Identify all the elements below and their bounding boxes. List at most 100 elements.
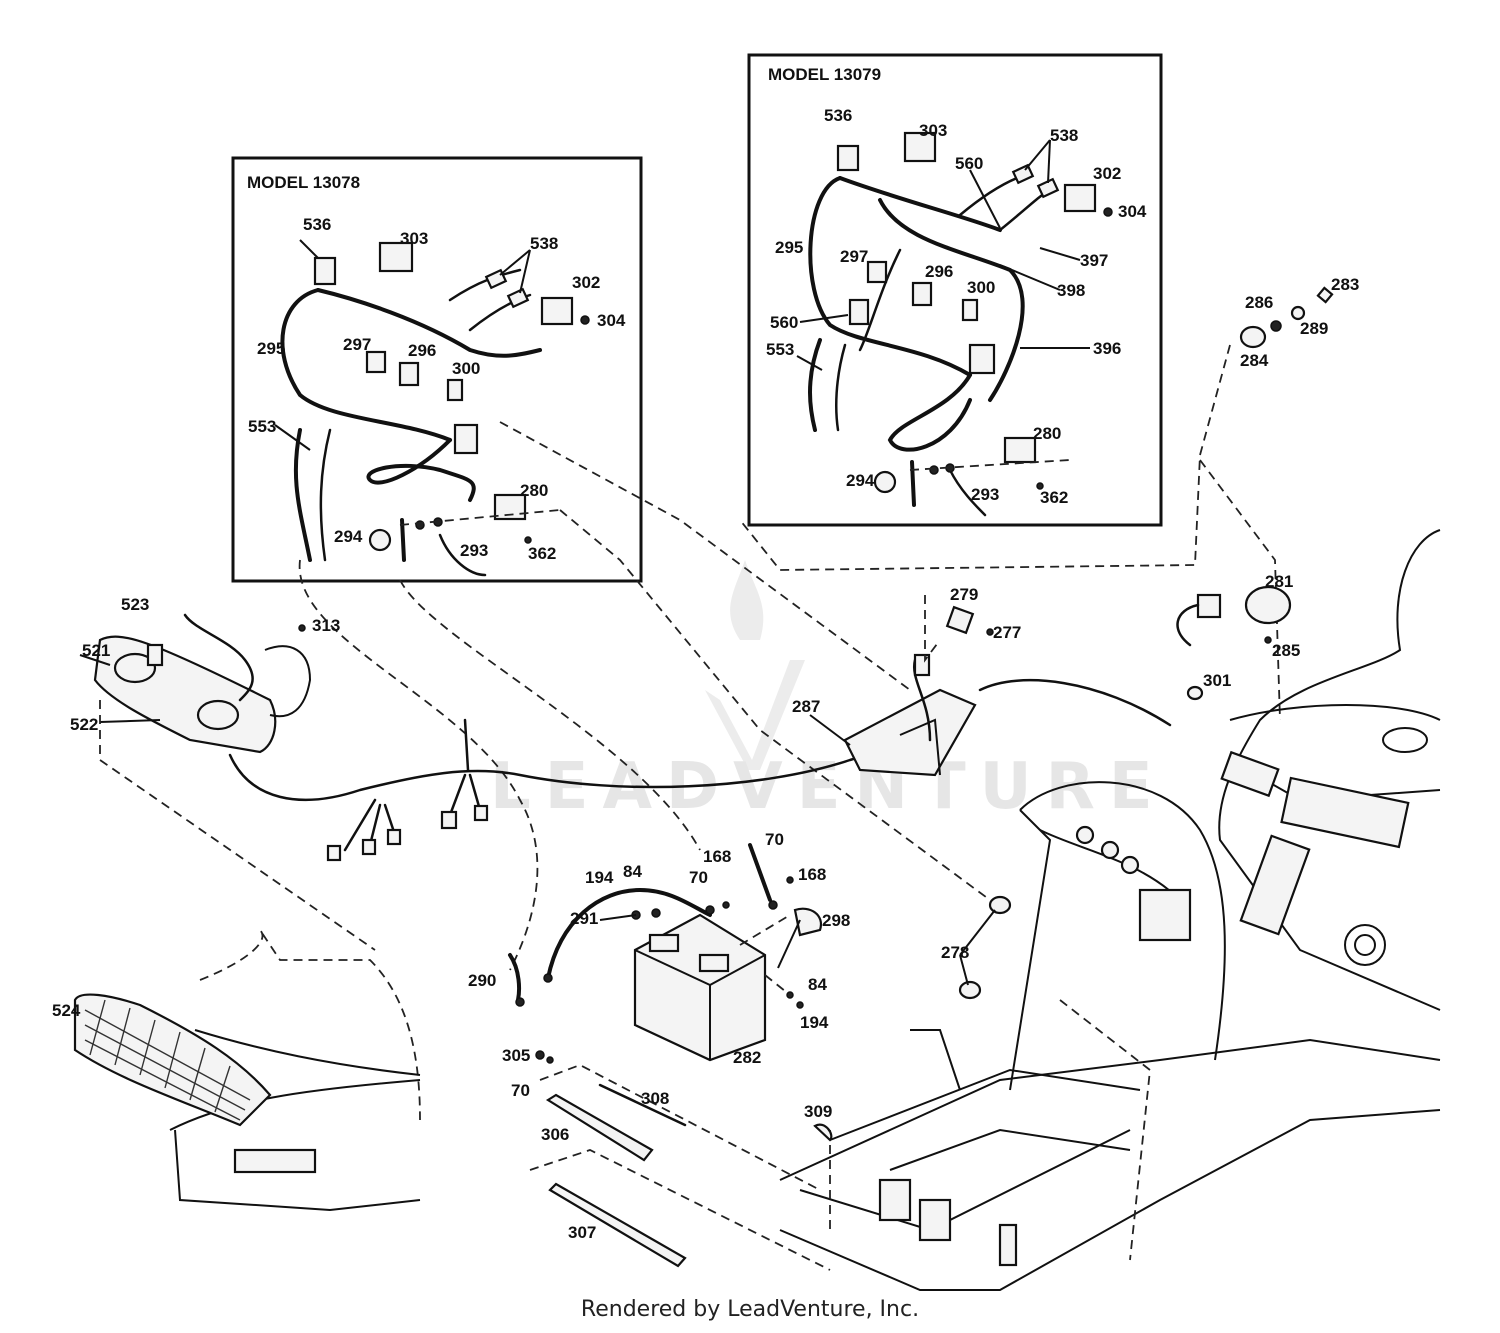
fuse-538a-right (1011, 163, 1035, 185)
clip-309 (813, 1123, 833, 1142)
callout: 553 (766, 340, 794, 359)
callout: 281 (1265, 572, 1293, 591)
callout: 522 (70, 715, 98, 734)
callout: 293 (971, 485, 999, 504)
switch-302-right (1063, 183, 1097, 213)
dash-battery-298 (739, 914, 791, 946)
grommet-278b (958, 980, 982, 1000)
dash-gauge-2 (1100, 840, 1120, 860)
screw-313 (298, 624, 306, 632)
wire-281 (1176, 603, 1200, 647)
nut-right (929, 465, 939, 475)
terminal-boot-298 (793, 907, 823, 937)
ground-cable-290 (508, 953, 521, 1002)
switch-bracket (809, 595, 994, 777)
harness-loop-right (808, 176, 972, 377)
callout: 304 (1118, 202, 1147, 221)
connector-main-right (968, 343, 996, 375)
relay-297-right (866, 260, 888, 284)
callout: 280 (1033, 424, 1061, 443)
screw-362-left (524, 536, 532, 544)
harness-538a-right (958, 173, 1027, 217)
leader-560-right (969, 169, 1001, 229)
leader-398-right (999, 264, 1061, 291)
dash-top (1229, 704, 1441, 721)
callout: 285 (1272, 641, 1300, 660)
relay-296-left (398, 361, 420, 387)
pedal-housing (1138, 888, 1192, 942)
harness-top-left (316, 288, 542, 358)
battery-edges (634, 949, 766, 1060)
switch-303-right (903, 131, 937, 163)
callout: 362 (1040, 488, 1068, 507)
dash-left-1 (399, 509, 561, 526)
leader-538b-right (1047, 139, 1051, 184)
hourmeter-284 (1239, 325, 1267, 349)
harness-553-right (808, 338, 822, 432)
connector-main-left (453, 423, 479, 455)
wire-294-right (910, 460, 916, 507)
socket-523 (146, 643, 164, 667)
buzzer-281 (1244, 585, 1292, 625)
callout: 287 (792, 697, 820, 716)
bolt-84a (651, 908, 661, 918)
rod-308 (598, 1083, 687, 1127)
leader-553-left (274, 424, 311, 451)
callout: 296 (925, 262, 953, 281)
callout: 302 (572, 273, 600, 292)
callout: 286 (1245, 293, 1273, 312)
leader-538-left (499, 249, 531, 276)
cupholder (1382, 727, 1428, 753)
fuse-538b-right (1036, 177, 1060, 199)
nut-70a (768, 900, 778, 910)
callout: 291 (570, 909, 598, 928)
nut-286 (1270, 320, 1282, 332)
headlight-wire (183, 613, 254, 702)
plug-5 (473, 804, 489, 822)
leader-397-right (1039, 247, 1081, 261)
callout: 521 (82, 641, 110, 660)
harness-lower-left (366, 438, 476, 502)
dash-gauge-1 (1075, 825, 1095, 845)
switch-279 (945, 605, 975, 635)
callout: 289 (1300, 319, 1328, 338)
switch-300-right (961, 298, 979, 322)
connector-281 (1196, 593, 1222, 619)
headlight-bulb-right (196, 699, 240, 731)
inset-frame-left (231, 156, 643, 583)
relay-297-left (365, 350, 387, 374)
harness-to-281 (978, 678, 1172, 727)
harness-loop-left (280, 288, 452, 442)
leader-553-right (796, 355, 823, 371)
leader-287 (809, 714, 851, 746)
harness-branch-1 (343, 798, 377, 852)
frame-tab (910, 1029, 961, 1091)
main-callouts: 286 283 289 284 523 313 521 522 279 277 … (52, 275, 1359, 1242)
screw-283 (1316, 286, 1334, 304)
callout: 536 (824, 106, 852, 125)
headlight-assembly (79, 613, 376, 951)
leader-521 (79, 654, 111, 666)
screw-277 (986, 628, 994, 636)
bar-307 (548, 1182, 687, 1268)
dash-panel-slot (1220, 750, 1280, 798)
steering-pod-left (1009, 809, 1052, 1091)
bolt-168b (722, 901, 730, 909)
callout: 70 (689, 868, 708, 887)
screw-304-right (1103, 207, 1113, 217)
dash-headlight-hood (99, 700, 376, 951)
hood-face (174, 1129, 421, 1212)
dash-battery-84 (764, 974, 791, 996)
dash-to-281 (1199, 459, 1281, 721)
dash-307 (529, 1149, 831, 1271)
battery-cable-291 (546, 887, 712, 980)
bulb-294-right (873, 470, 897, 494)
frame-rail-bottom (779, 1109, 1441, 1291)
frame-rail-top (779, 1038, 1441, 1181)
fender-outline (1218, 529, 1441, 1011)
callout: 538 (1050, 126, 1078, 145)
callout: 194 (800, 1013, 829, 1032)
leader-278b (959, 954, 969, 986)
nut-70b (705, 905, 715, 915)
callout: 303 (919, 121, 947, 140)
